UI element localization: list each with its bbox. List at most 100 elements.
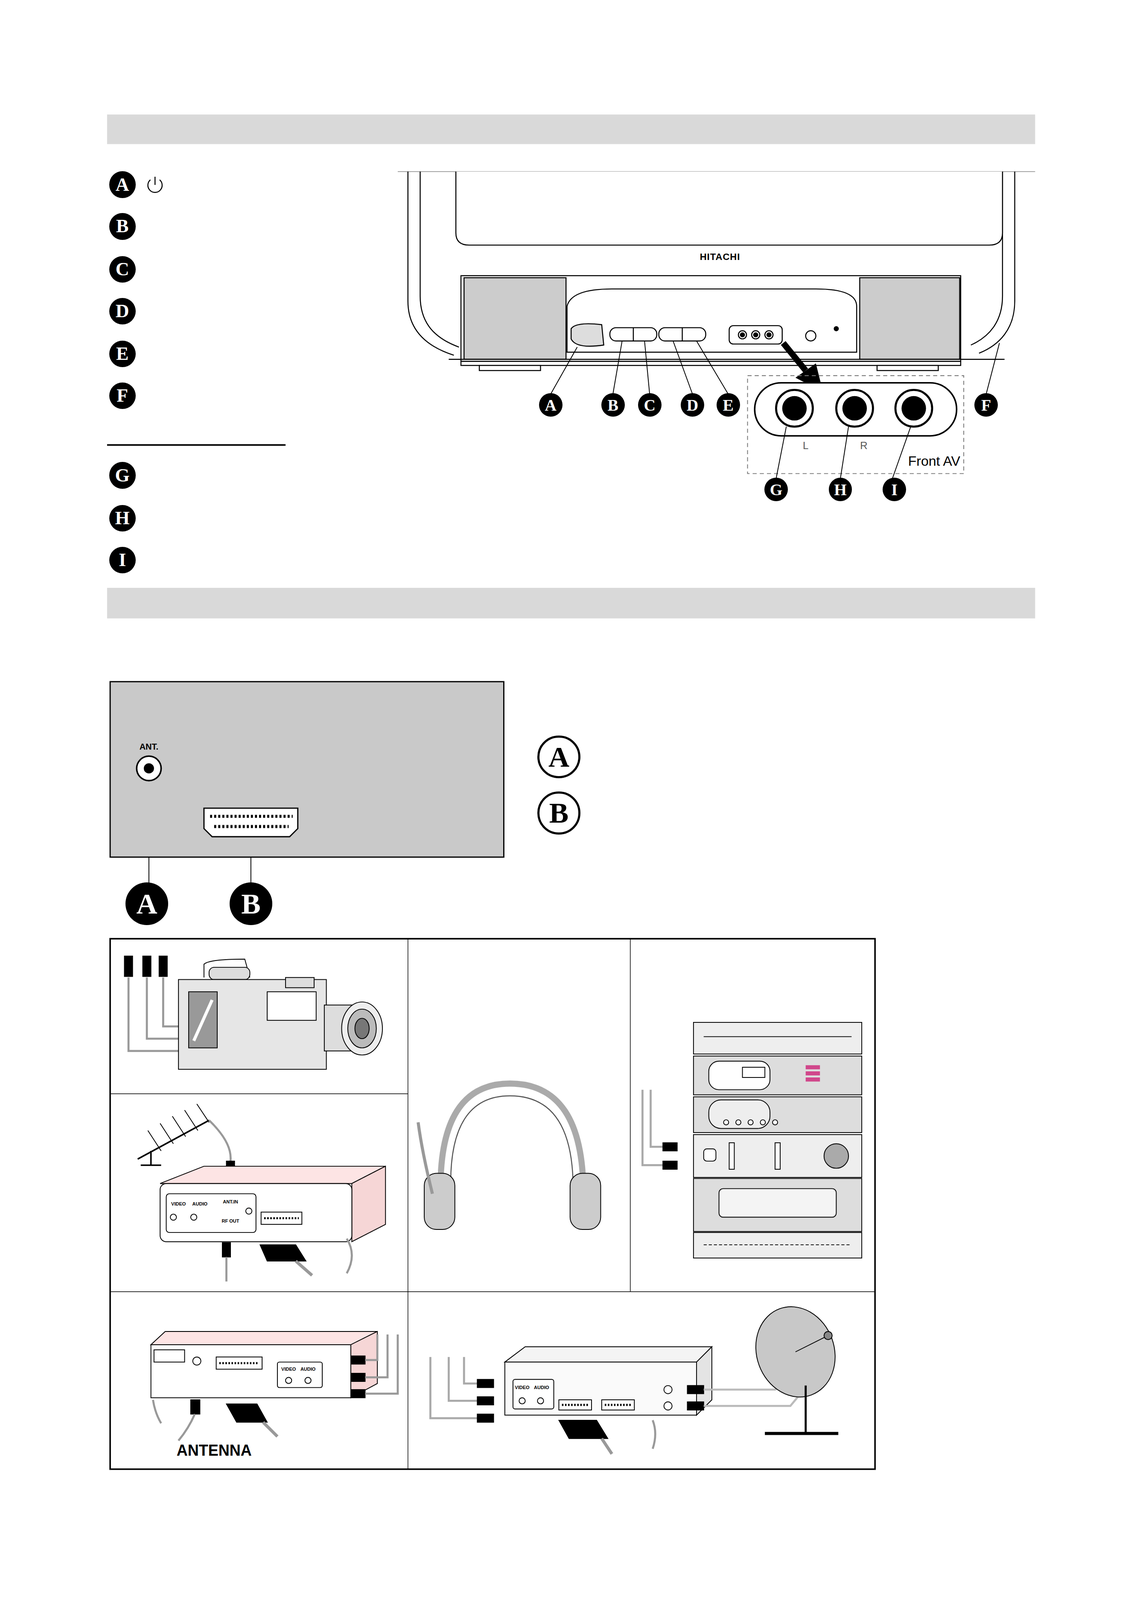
antenna-and-vcr-part: [184, 1109, 199, 1131]
port-label: AUDIO: [192, 1200, 208, 1206]
antenna-and-vcr-part: [245, 1207, 252, 1214]
satellite-receiver-part: [687, 1385, 704, 1394]
satellite-receiver-part: [477, 1413, 494, 1423]
callout-circle: C: [109, 256, 136, 283]
satellite-receiver-part: [477, 1396, 494, 1405]
tv-front-part: [877, 365, 939, 371]
satellite-receiver-part: [743, 1295, 848, 1408]
tv-front-part: [681, 327, 683, 342]
panel-label: L: [802, 440, 809, 451]
hifi-stack-part: [693, 1055, 862, 1095]
tv-front-part: [834, 326, 839, 331]
callout-circle: I: [109, 546, 136, 574]
vcr-with-antenna-part: [151, 1344, 351, 1398]
hifi-stack-part: [805, 1071, 820, 1076]
antenna-and-vcr-part: [264, 1216, 299, 1219]
antenna-and-vcr-part: [160, 1183, 352, 1242]
callout-letter: D: [686, 396, 699, 414]
callout-circle: E: [716, 393, 741, 417]
vcr-with-antenna-part: [178, 1413, 195, 1441]
callout-circle: G: [109, 461, 136, 489]
vcr-with-antenna-part: [226, 1403, 268, 1423]
vcr-with-antenna-part: [277, 1361, 323, 1388]
antenna-and-vcr-part: [190, 1213, 197, 1220]
camcorder-part: [347, 1008, 377, 1048]
satellite-receiver-part: [562, 1403, 589, 1406]
hifi-stack-part: [729, 1142, 735, 1169]
callout-letter: C: [115, 259, 130, 279]
satellite-receiver-part: [430, 1356, 478, 1418]
satellite-receiver-part: [477, 1378, 494, 1388]
headphones: [418, 1083, 601, 1230]
connection-grid-part: [110, 938, 875, 1470]
camcorder-part: [178, 979, 327, 1070]
port-label: VIDEO: [514, 1384, 530, 1390]
antenna-and-vcr-part: [225, 1256, 228, 1282]
headphones-part: [440, 1083, 584, 1194]
hifi-stack-part: [662, 1142, 677, 1151]
power-symbol: [147, 176, 162, 193]
front-av-detail-part: [901, 396, 926, 421]
tv-front-part: [460, 275, 961, 362]
callout-letter: B: [549, 798, 569, 828]
tv-front-part: [419, 171, 459, 347]
antenna-and-vcr-part: [140, 1164, 162, 1166]
hifi-stack-part: [708, 1099, 770, 1129]
satellite-receiver-part: [804, 1385, 807, 1434]
front-av-detail-part: [775, 389, 813, 427]
port-label: RF OUT: [221, 1218, 240, 1224]
tv-front-part: [764, 330, 773, 339]
port-label: VIDEO: [281, 1366, 296, 1371]
tv-front-part: [859, 277, 960, 360]
callout-letter: A: [136, 889, 158, 919]
brand-logo: HITACHI: [699, 252, 741, 262]
leader-lines-part: [696, 341, 729, 394]
headphones-part: [450, 1095, 574, 1189]
section-bars-part: [107, 587, 1035, 619]
hifi-stack-part: [693, 1096, 862, 1133]
vcr-with-antenna-part: [192, 1356, 202, 1365]
hifi-stack: [642, 1022, 862, 1258]
satellite-receiver-part: [652, 1419, 656, 1449]
port-label: AUDIO: [533, 1384, 549, 1390]
antenna-and-vcr-part: [259, 1244, 307, 1261]
callout-letter: I: [891, 481, 898, 498]
connection-grid-part: [407, 938, 409, 1470]
panel-label: Front AV: [908, 454, 961, 468]
front-av-detail-part: [782, 396, 807, 421]
camcorder-part: [128, 977, 179, 1051]
callout-letter: D: [115, 301, 130, 321]
callout-letter: E: [116, 344, 129, 364]
camcorder-part: [285, 977, 315, 988]
antenna-and-vcr-part: [160, 1165, 386, 1184]
hifi-stack-part: [760, 1119, 766, 1125]
camcorder-part: [159, 956, 168, 977]
tv-front-part: [571, 323, 604, 347]
callout-circle: A: [537, 735, 581, 779]
camcorder-part: [193, 999, 213, 1041]
port-label: ANT.IN: [222, 1198, 238, 1204]
front-av-panel: LRFront AV: [747, 375, 965, 473]
callout-circle: F: [109, 382, 136, 409]
callout-circle: I: [882, 477, 907, 502]
callout-circle: A: [125, 882, 169, 925]
callout-circle: B: [537, 791, 581, 834]
hifi-stack-part: [703, 1148, 717, 1161]
antenna-and-vcr-part: [150, 1150, 152, 1165]
satellite-receiver-part: [601, 1438, 613, 1454]
camcorder-part: [355, 1017, 370, 1039]
tv-front-part: [479, 365, 541, 371]
rear-panel-part: [143, 763, 155, 774]
camcorder-part: [341, 1001, 383, 1055]
tv-front-part: [753, 332, 758, 338]
antenna-and-vcr-part: [351, 1165, 386, 1242]
connection-grid-part: [110, 1291, 875, 1292]
callout-circle: B: [601, 393, 625, 417]
callout-circle: A: [109, 171, 136, 198]
power-symbol-part: [154, 176, 156, 185]
front-av-detail-part: [754, 382, 957, 436]
antenna-and-vcr: [137, 1103, 386, 1282]
camcorder-part: [142, 956, 152, 977]
antenna-and-vcr-part: [160, 1122, 174, 1144]
rear-panel-part: [136, 755, 161, 781]
